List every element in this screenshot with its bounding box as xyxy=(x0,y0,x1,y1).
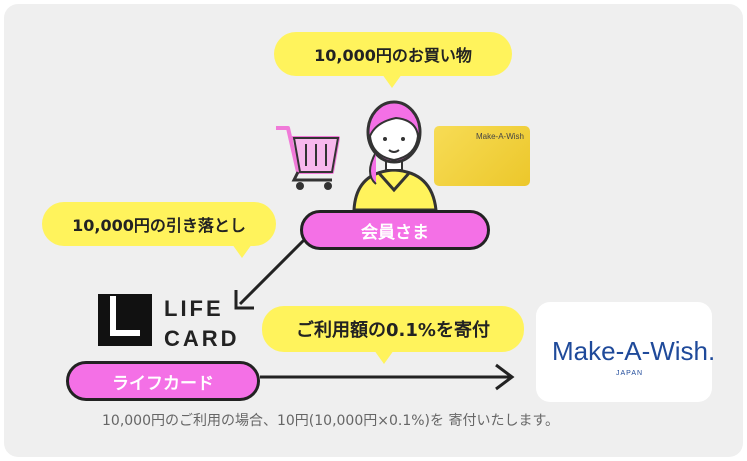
member-person-icon xyxy=(352,100,438,212)
makeawish-logo-subtext: JAPAN xyxy=(616,370,644,377)
arrow-card-to-wish xyxy=(260,363,515,391)
purchase-bubble: 10,000円のお買い物 xyxy=(274,32,512,88)
donation-label: ご利用額の0.1%を寄付 xyxy=(296,320,490,341)
lifecard-logo-icon xyxy=(98,294,152,346)
debit-bubble: 10,000円の引き落とし xyxy=(42,202,276,258)
lifecard-logo-line2: CARD xyxy=(164,326,240,351)
member-label: 会員さま xyxy=(361,222,429,243)
member-node: 会員さま xyxy=(300,210,490,250)
lifecard-logo-text: LIFE CARD xyxy=(164,294,240,354)
makeawish-logo-box: Make-A-Wish. JAPAN xyxy=(536,302,716,402)
diagram-panel: 10,000円のお買い物 xyxy=(4,4,743,457)
credit-card-image: Make-A-Wish xyxy=(434,126,530,186)
makeawish-logo-text: Make-A-Wish. xyxy=(552,336,716,366)
purchase-label: 10,000円のお買い物 xyxy=(314,46,472,65)
card-brand-text: Make-A-Wish xyxy=(475,132,524,141)
debit-label: 10,000円の引き落とし xyxy=(72,216,246,235)
illustration-layer xyxy=(98,100,515,391)
shopping-cart-icon xyxy=(276,126,340,190)
donation-bubble: ご利用額の0.1%を寄付 xyxy=(262,306,524,364)
footnote: 10,000円のご利用の場合、10円(10,000円×0.1%)を 寄付いたしま… xyxy=(102,413,560,429)
lifecard-node: ライフカード xyxy=(66,361,260,401)
lifecard-logo-line1: LIFE xyxy=(164,296,224,321)
arrow-member-to-card xyxy=(234,236,308,310)
lifecard-label: ライフカード xyxy=(112,373,214,394)
